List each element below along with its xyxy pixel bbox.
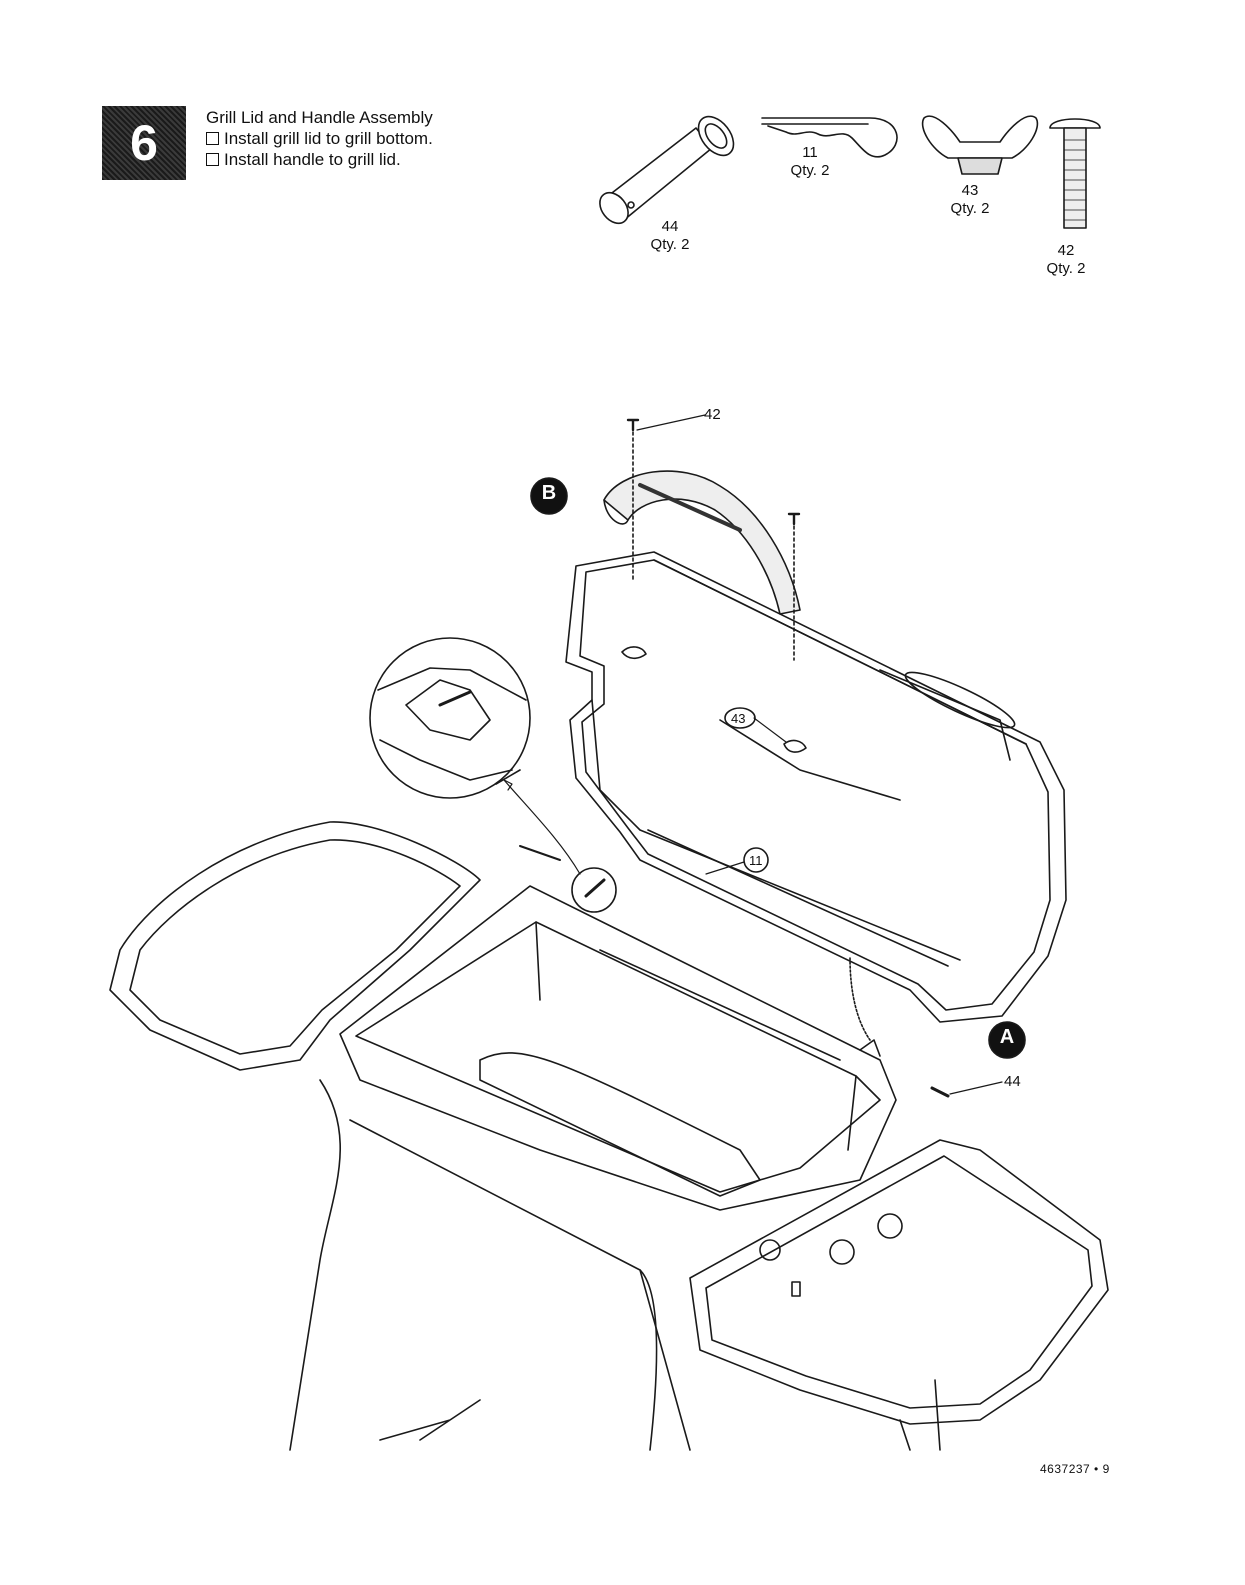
view-b-letter: B — [537, 484, 561, 502]
hinge-detail-inset — [370, 638, 530, 798]
bolt-part-icon — [1050, 119, 1100, 228]
callout-43: 43 — [731, 710, 745, 728]
callout-42: 42 — [704, 406, 721, 424]
page-footer: 4637237 • 9 — [1040, 1462, 1110, 1476]
hinge-pin-part-icon — [594, 110, 740, 229]
callout-11: 11 — [749, 852, 763, 870]
wing-nut-part-icon — [923, 116, 1038, 174]
callout-44: 44 — [1004, 1073, 1021, 1091]
detail-arrow — [504, 780, 580, 874]
view-a-letter: A — [995, 1028, 1019, 1046]
